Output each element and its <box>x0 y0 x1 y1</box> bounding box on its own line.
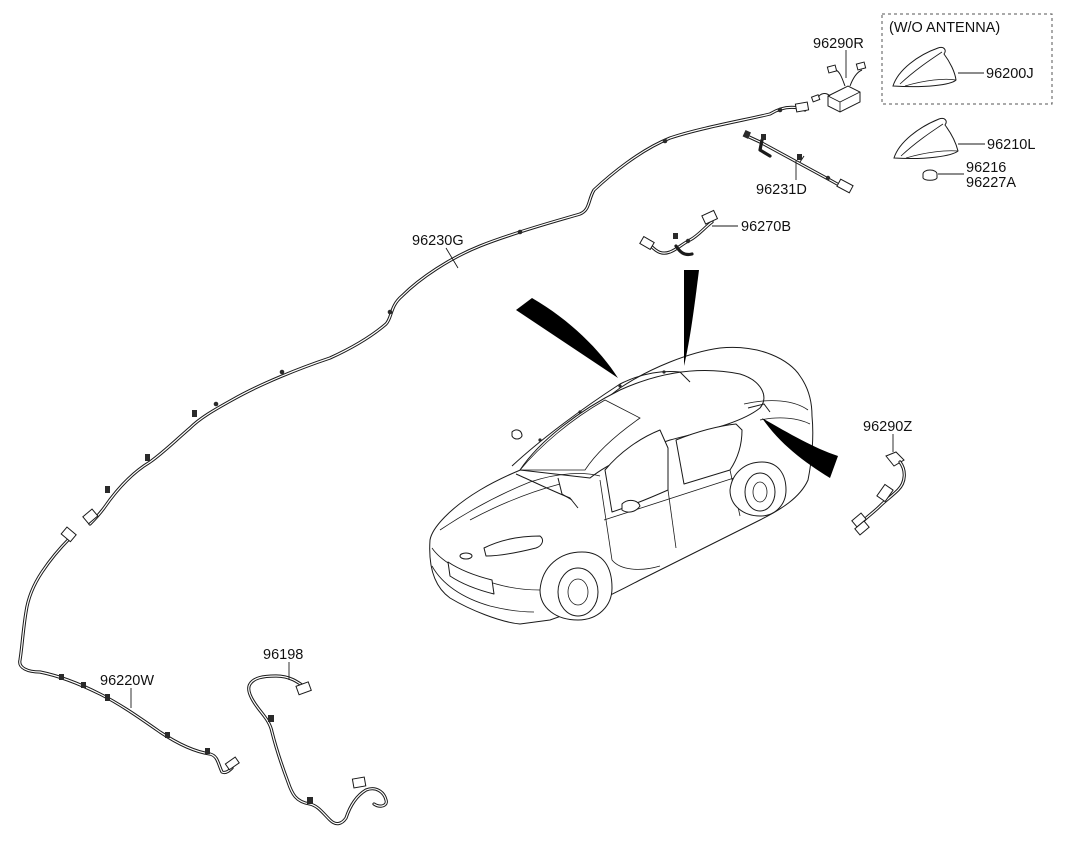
harness-96290Z <box>851 451 906 536</box>
amplifier-96290R <box>810 61 867 113</box>
part-label-96227A: 96227A <box>966 175 1016 191</box>
part-label-96290R: 96290R <box>813 36 864 52</box>
pointer-arrow-roof-top <box>684 270 699 366</box>
part-label-96198: 96198 <box>263 647 303 663</box>
without-antenna-box <box>881 13 1053 105</box>
pointer-arrow-rear <box>762 418 838 478</box>
shark-fin-cover-96200J <box>892 47 957 88</box>
part-label-96230G: 96230G <box>412 233 464 249</box>
part-label-96270B: 96270B <box>741 219 791 235</box>
cable-96220W <box>18 526 240 775</box>
part-label-96231D: 96231D <box>756 182 807 198</box>
part-label-96220W: 96220W <box>100 673 154 689</box>
part-label-96216: 96216 <box>966 160 1006 176</box>
harness-96270B <box>639 209 719 257</box>
antenna-nut-96216 <box>922 169 938 181</box>
part-label-96200J: 96200J <box>986 66 1034 82</box>
shark-fin-antenna-96210L <box>893 118 959 159</box>
main-feeder-cable-96230G <box>82 101 810 526</box>
leader-96230G <box>445 247 459 269</box>
vehicle-illustration <box>429 346 814 625</box>
cable-96198 <box>247 674 388 826</box>
pointer-arrow-roof-left <box>516 298 618 378</box>
without-antenna-label: (W/O ANTENNA) <box>889 20 1000 36</box>
part-label-96290Z: 96290Z <box>863 419 912 435</box>
roof-harness-96231D <box>742 130 854 194</box>
part-label-96210L: 96210L <box>987 137 1035 153</box>
